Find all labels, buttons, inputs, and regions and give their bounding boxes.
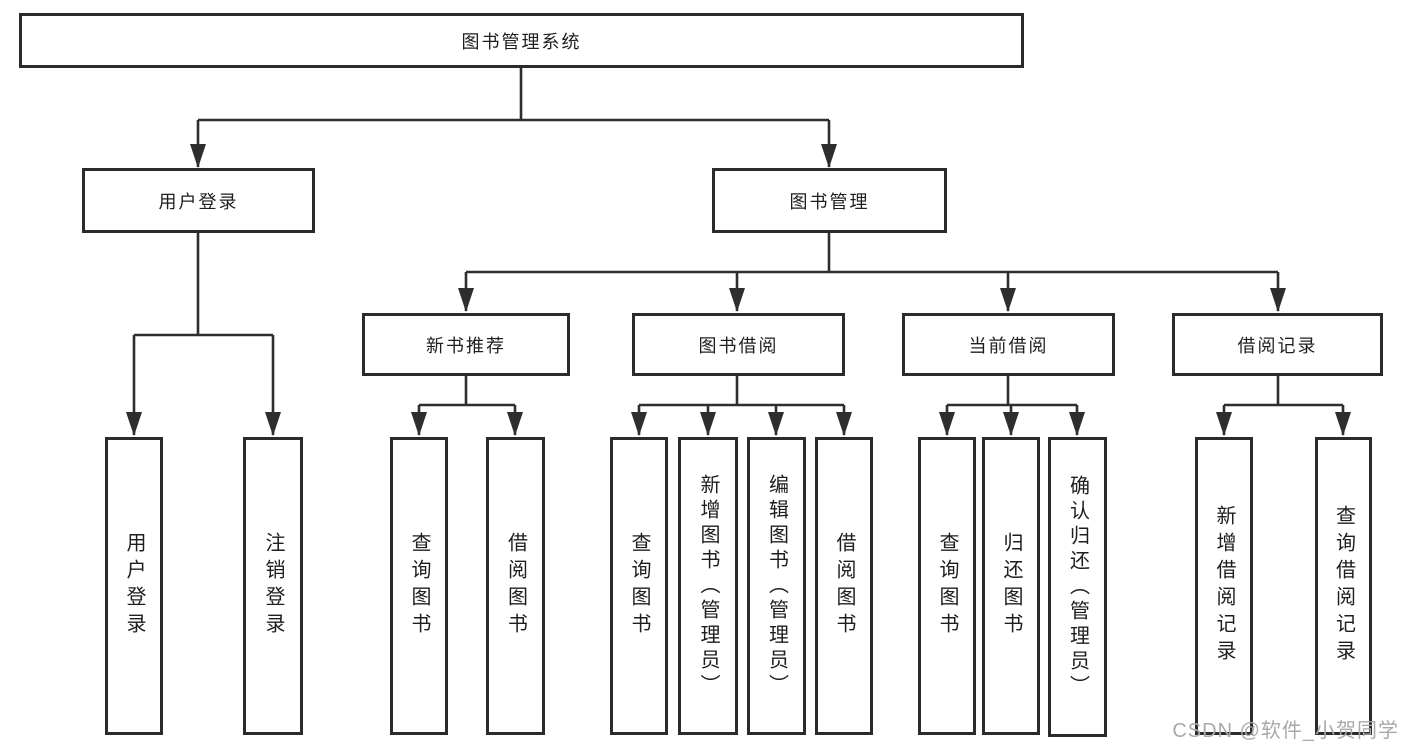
- leaf-bb-query-books: 查询图书: [610, 437, 668, 735]
- leaf-user-login: 用户登录: [105, 437, 163, 735]
- leaf-bb-borrow-books: 借阅图书: [815, 437, 873, 735]
- leaf-logout: 注销登录: [243, 437, 303, 735]
- node-book-management: 图书管理: [712, 168, 947, 233]
- leaf-nb-query-books: 查询图书: [390, 437, 448, 735]
- leaf-nb-borrow-books: 借阅图书: [486, 437, 545, 735]
- connector-arrows: [126, 120, 1351, 436]
- leaf-bb-add-books-admin: 新增图书（管理员）: [678, 437, 738, 735]
- leaf-cb-confirm-return-admin: 确认归还（管理员）: [1048, 437, 1107, 737]
- node-book-borrow: 图书借阅: [632, 313, 845, 376]
- connector-segments: [134, 68, 1343, 407]
- node-library-management-system: 图书管理系统: [19, 13, 1024, 68]
- leaf-cb-query-books: 查询图书: [918, 437, 976, 735]
- csdn-watermark: CSDN @软件_小贺同学: [1172, 720, 1399, 742]
- leaf-br-query-record: 查询借阅记录: [1315, 437, 1372, 735]
- node-borrow-records: 借阅记录: [1172, 313, 1383, 376]
- leaf-cb-return-books: 归还图书: [982, 437, 1040, 735]
- leaf-bb-edit-books-admin: 编辑图书（管理员）: [747, 437, 806, 735]
- node-user-login: 用户登录: [82, 168, 315, 233]
- node-new-book-recommend: 新书推荐: [362, 313, 570, 376]
- leaf-br-add-record: 新增借阅记录: [1195, 437, 1253, 735]
- node-current-borrow: 当前借阅: [902, 313, 1115, 376]
